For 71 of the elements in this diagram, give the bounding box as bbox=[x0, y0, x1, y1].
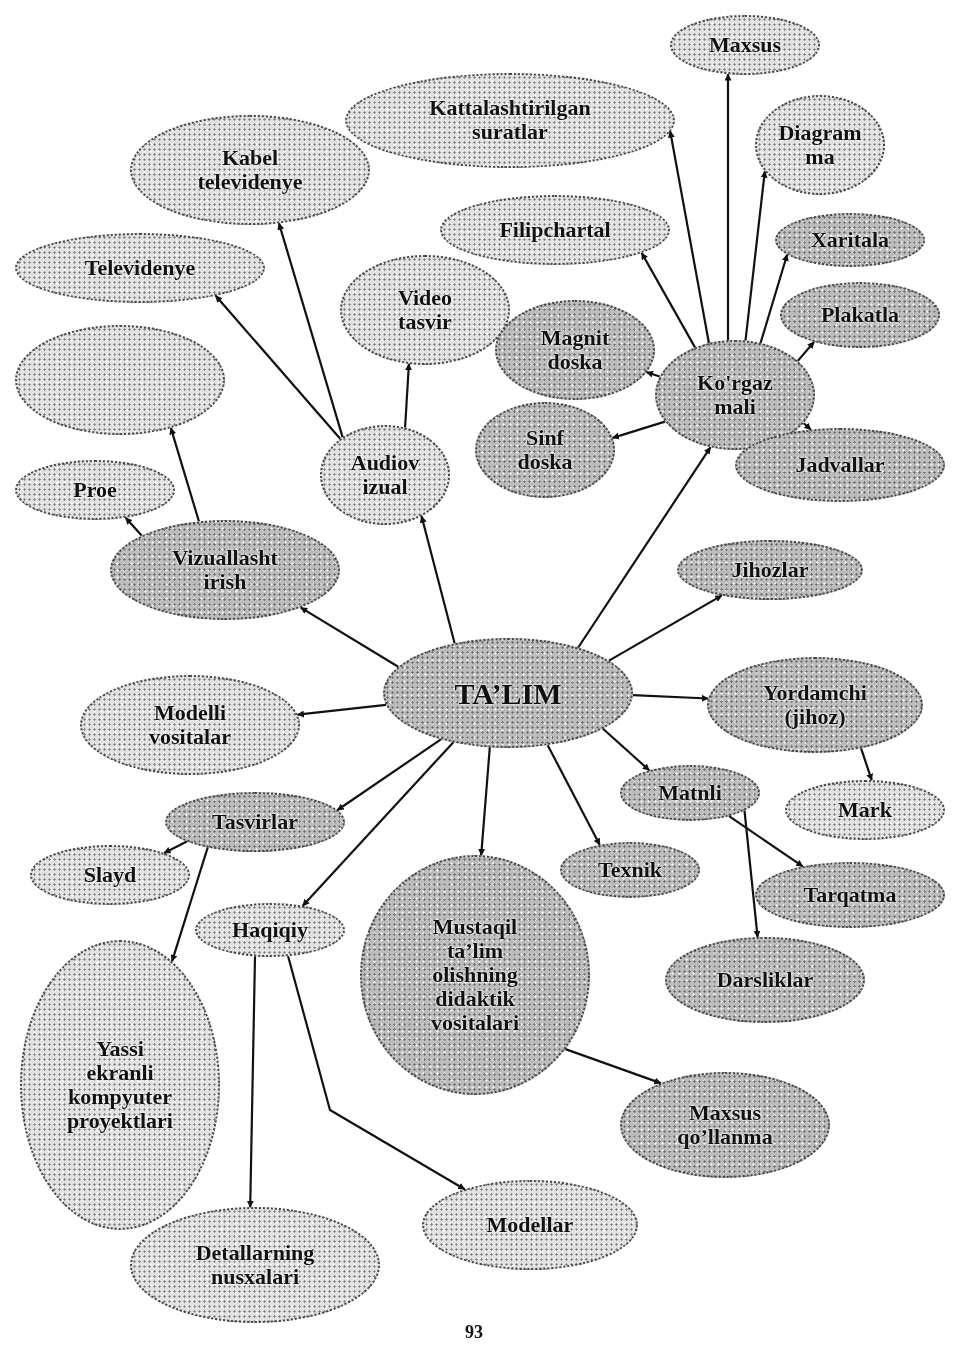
arrow bbox=[612, 420, 666, 440]
arrow bbox=[404, 363, 412, 428]
arrow bbox=[860, 748, 873, 781]
node-label: Haqiqiy bbox=[232, 917, 308, 943]
arrow bbox=[302, 741, 454, 907]
node-label: Jihozlar bbox=[731, 557, 809, 583]
node-label: Modelli vositalar bbox=[149, 700, 231, 750]
arrow bbox=[246, 956, 257, 1208]
topic-ellipse bbox=[755, 862, 945, 928]
node-label: Maxsus qo’llanma bbox=[677, 1100, 773, 1150]
node-label: Audiov izual bbox=[350, 450, 420, 500]
node-label: Kabel televidenye bbox=[197, 145, 303, 195]
arrow bbox=[796, 341, 815, 362]
arrow bbox=[565, 1048, 662, 1085]
node-label: Yordamchi (jihoz) bbox=[763, 680, 867, 730]
arrow bbox=[124, 516, 143, 537]
arrow bbox=[287, 955, 466, 1191]
arrow bbox=[646, 370, 660, 378]
node-label: Matnli bbox=[658, 780, 722, 806]
arrow bbox=[300, 606, 399, 668]
node-label: TA’LIM bbox=[454, 676, 562, 710]
arrow bbox=[577, 446, 712, 649]
topic-ellipse bbox=[30, 845, 190, 905]
page-number: 93 bbox=[465, 1322, 483, 1343]
node-label: Filipchartal bbox=[499, 217, 611, 243]
arrow bbox=[336, 738, 442, 811]
arrow bbox=[802, 422, 812, 431]
arrow bbox=[759, 254, 789, 344]
arrow bbox=[169, 427, 200, 522]
node-label: Detallarning nusxalari bbox=[195, 1240, 315, 1290]
node-label: Ko'rgaz mali bbox=[697, 370, 773, 420]
topic-ellipse bbox=[655, 340, 815, 450]
topic-ellipse bbox=[495, 300, 655, 400]
arrow bbox=[602, 727, 650, 772]
node-label: Tarqatma bbox=[803, 882, 897, 908]
node-label: Magnit doska bbox=[540, 325, 610, 375]
node-label: Plakatla bbox=[820, 302, 900, 328]
node-label: Modellar bbox=[486, 1212, 574, 1238]
arrow bbox=[728, 815, 804, 868]
arrow bbox=[640, 252, 696, 348]
arrow bbox=[632, 694, 709, 702]
arrow bbox=[744, 170, 768, 341]
arrow bbox=[163, 840, 188, 854]
node-label: Darsliklar bbox=[716, 967, 814, 993]
node-label: Proe bbox=[73, 477, 117, 503]
arrow bbox=[478, 747, 491, 856]
node-label: Tasvirlar bbox=[212, 809, 298, 835]
arrow bbox=[214, 295, 342, 440]
arrow bbox=[419, 515, 456, 644]
arrow bbox=[546, 744, 601, 846]
arrow bbox=[724, 73, 732, 341]
node-label: Vizuallasht irish bbox=[172, 545, 278, 595]
node-label: Slayd bbox=[83, 862, 137, 888]
node-label: Kattalashtirilgan suratlar bbox=[429, 95, 591, 145]
arrow bbox=[667, 130, 710, 344]
node-label: Video tasvir bbox=[397, 285, 453, 335]
node-label: Maxsus bbox=[708, 32, 782, 58]
arrow bbox=[608, 594, 723, 662]
arrow bbox=[277, 222, 344, 438]
node-label: Xaritala bbox=[810, 227, 890, 253]
node-label: Texnik bbox=[598, 857, 662, 883]
node-label: Televidenye bbox=[84, 255, 196, 281]
node-label: Diagram ma bbox=[778, 120, 862, 170]
node-label: Mustaqil ta’lim olishning didaktik vositalari bbox=[431, 914, 519, 1036]
arrow bbox=[296, 703, 387, 718]
arrow bbox=[743, 810, 761, 938]
node-label: Mark bbox=[838, 797, 892, 823]
node-label: Jadvallar bbox=[795, 452, 885, 478]
node-label: Sinf doska bbox=[517, 425, 573, 475]
arrow bbox=[170, 847, 209, 962]
node-label: Yassi ekranli kompyuter proyektlari bbox=[67, 1036, 173, 1134]
